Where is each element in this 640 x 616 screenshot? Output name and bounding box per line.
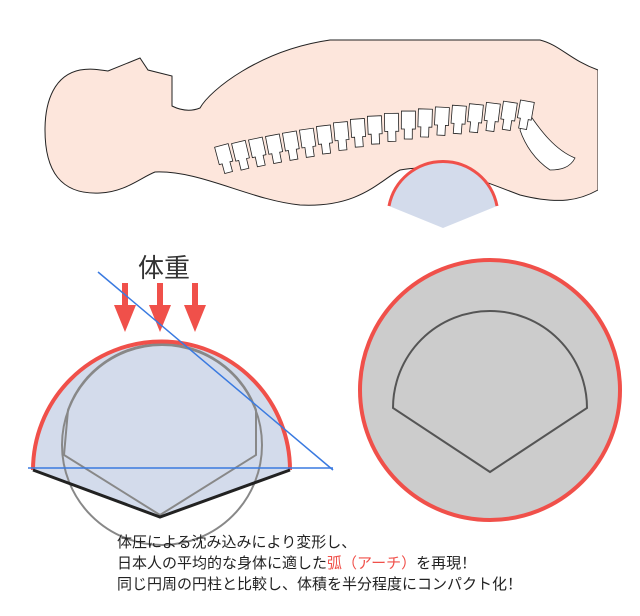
caption-text: を再現！ bbox=[416, 554, 477, 572]
cylinder-cross-section bbox=[358, 258, 622, 522]
vertebra bbox=[483, 101, 501, 132]
vertebra bbox=[349, 118, 367, 148]
vertebra bbox=[467, 103, 484, 134]
caption-text: 日本人の平均的な身体に適した bbox=[117, 554, 328, 572]
vertebra bbox=[231, 139, 250, 171]
vertebra bbox=[450, 104, 467, 135]
vertebra bbox=[400, 110, 416, 140]
cross-section-compare bbox=[28, 271, 334, 546]
vertebra bbox=[516, 99, 535, 130]
vertebra bbox=[383, 112, 400, 142]
vertebra bbox=[500, 100, 518, 131]
vertebra bbox=[248, 136, 267, 168]
pillow-top bbox=[387, 160, 499, 228]
arrow-down-icon bbox=[114, 283, 136, 332]
caption-highlight: 弧（アーチ） bbox=[327, 554, 417, 572]
vertebra bbox=[366, 115, 383, 145]
weight-label: 体重 bbox=[138, 254, 191, 284]
vertebra bbox=[214, 143, 234, 175]
caption: 体圧による沈み込みにより変形し、 日本人の平均的な身体に適した弧（アーチ）を再現… bbox=[117, 532, 522, 595]
spine-vertebrae bbox=[214, 99, 535, 175]
arrow-down-icon bbox=[184, 283, 206, 332]
body-illustration bbox=[44, 39, 640, 210]
vertebra bbox=[434, 106, 450, 136]
arrow-down-icon bbox=[149, 283, 171, 332]
caption-line-3: 同じ円周の円柱と比較し、体積を半分程度にコンパクト化！ bbox=[117, 575, 523, 593]
vertebra bbox=[265, 133, 284, 164]
vertebra bbox=[298, 127, 317, 158]
caption-line-1: 体圧による沈み込みにより変形し、 bbox=[117, 533, 357, 551]
vertebra bbox=[315, 124, 333, 155]
vertebra bbox=[332, 121, 350, 151]
vertebra bbox=[417, 108, 433, 138]
caption-line-2: 日本人の平均的な身体に適した弧（アーチ）を再現！ bbox=[117, 553, 522, 574]
vertebra bbox=[282, 130, 300, 161]
